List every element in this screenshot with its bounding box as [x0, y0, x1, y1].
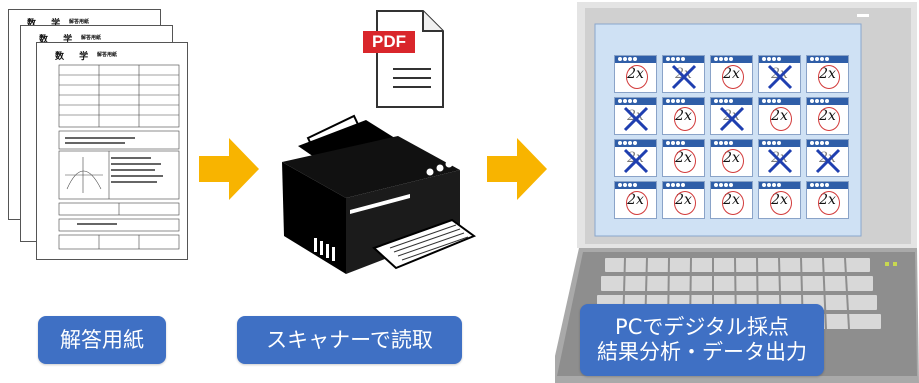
answer-tile: 2x	[662, 181, 705, 219]
answer-tile: 2x	[614, 97, 657, 135]
answer-sheet-front: 数 学 解答用紙	[36, 42, 188, 260]
tile-answer-text: 2x	[627, 108, 644, 124]
tile-answer-text: 2x	[819, 150, 836, 166]
tile-answer-text: 2x	[723, 108, 740, 124]
answer-tile: 2x	[662, 55, 705, 93]
answer-tile: 2x	[806, 55, 849, 93]
answer-tile: 2x	[758, 97, 801, 135]
answer-tile: 2x	[614, 139, 657, 177]
tile-header	[711, 182, 752, 189]
tile-header	[615, 140, 656, 147]
sheet-form-title: 解答用紙	[81, 35, 102, 41]
tile-header	[711, 140, 752, 147]
answer-tile: 2x	[806, 97, 849, 135]
correct-circle-icon	[770, 107, 792, 131]
incorrect-cross-icon	[623, 148, 649, 174]
tile-header	[615, 98, 656, 105]
step-label-scan: スキャナーで読取	[237, 316, 462, 364]
tile-header	[807, 98, 848, 105]
tile-header	[759, 182, 800, 189]
tile-header	[711, 98, 752, 105]
correct-circle-icon	[818, 107, 840, 131]
incorrect-cross-icon	[767, 148, 793, 174]
sheet-form-title: 解答用紙	[97, 52, 118, 58]
answer-tile: 2x	[662, 139, 705, 177]
tile-header	[663, 98, 704, 105]
answer-tile: 2x	[710, 139, 753, 177]
correct-circle-icon	[818, 65, 840, 89]
sheet-subject: 数 学	[27, 19, 67, 29]
answer-tile: 2x	[806, 181, 849, 219]
incorrect-cross-icon	[815, 148, 841, 174]
pdf-badge: PDF	[363, 31, 415, 53]
correct-circle-icon	[722, 149, 744, 173]
correct-circle-icon	[674, 107, 696, 131]
tile-header	[759, 98, 800, 105]
step-label-digital-grading: PCでデジタル採点 結果分析・データ出力	[580, 304, 824, 376]
tile-header	[807, 56, 848, 63]
tile-header	[807, 182, 848, 189]
answer-tile: 2x	[614, 181, 657, 219]
correct-circle-icon	[770, 191, 792, 215]
correct-circle-icon	[722, 65, 744, 89]
step-label-answer-sheet: 解答用紙	[38, 316, 166, 364]
tile-header	[759, 140, 800, 147]
sheet-form-title: 解答用紙	[69, 19, 90, 25]
pdf-document-icon: PDF	[363, 9, 445, 109]
correct-circle-icon	[626, 65, 648, 89]
answer-tile: 2x	[710, 55, 753, 93]
tile-header	[663, 56, 704, 63]
sheet-subject: 数 学	[55, 52, 95, 62]
answer-tile: 2x	[758, 55, 801, 93]
incorrect-cross-icon	[767, 64, 793, 90]
correct-circle-icon	[626, 191, 648, 215]
answer-tile: 2x	[614, 55, 657, 93]
answer-tile: 2x	[758, 139, 801, 177]
printer-scanner-icon	[282, 114, 477, 274]
answer-tile: 2x	[806, 139, 849, 177]
correct-circle-icon	[818, 191, 840, 215]
sheet-content-lines	[58, 64, 180, 250]
answer-tile: 2x	[758, 181, 801, 219]
tile-header	[759, 56, 800, 63]
tile-header	[711, 56, 752, 63]
tile-answer-text: 2x	[771, 66, 788, 82]
tile-answer-text: 2x	[627, 150, 644, 166]
arrow-right-icon	[199, 138, 259, 200]
step-label-scan-text: スキャナーで読取	[266, 327, 433, 352]
correct-circle-icon	[674, 191, 696, 215]
incorrect-cross-icon	[719, 106, 745, 132]
tile-header	[615, 56, 656, 63]
sheet-subject: 数 学	[39, 35, 79, 45]
step-label-answer-sheet-text: 解答用紙	[60, 327, 144, 352]
tile-header	[663, 140, 704, 147]
incorrect-cross-icon	[671, 64, 697, 90]
answer-tile: 2x	[662, 97, 705, 135]
correct-circle-icon	[674, 149, 696, 173]
arrow-right-icon	[487, 138, 547, 200]
tile-answer-text: 2x	[675, 66, 692, 82]
tile-header	[663, 182, 704, 189]
step-label-digital-grading-line1: PCでデジタル採点	[615, 315, 789, 339]
tile-header	[807, 140, 848, 147]
answer-tile: 2x	[710, 97, 753, 135]
tile-answer-text: 2x	[771, 150, 788, 166]
step-label-digital-grading-line2: 結果分析・データ出力	[597, 340, 807, 364]
tile-header	[615, 182, 656, 189]
answer-tile: 2x	[710, 181, 753, 219]
correct-circle-icon	[722, 191, 744, 215]
incorrect-cross-icon	[623, 106, 649, 132]
